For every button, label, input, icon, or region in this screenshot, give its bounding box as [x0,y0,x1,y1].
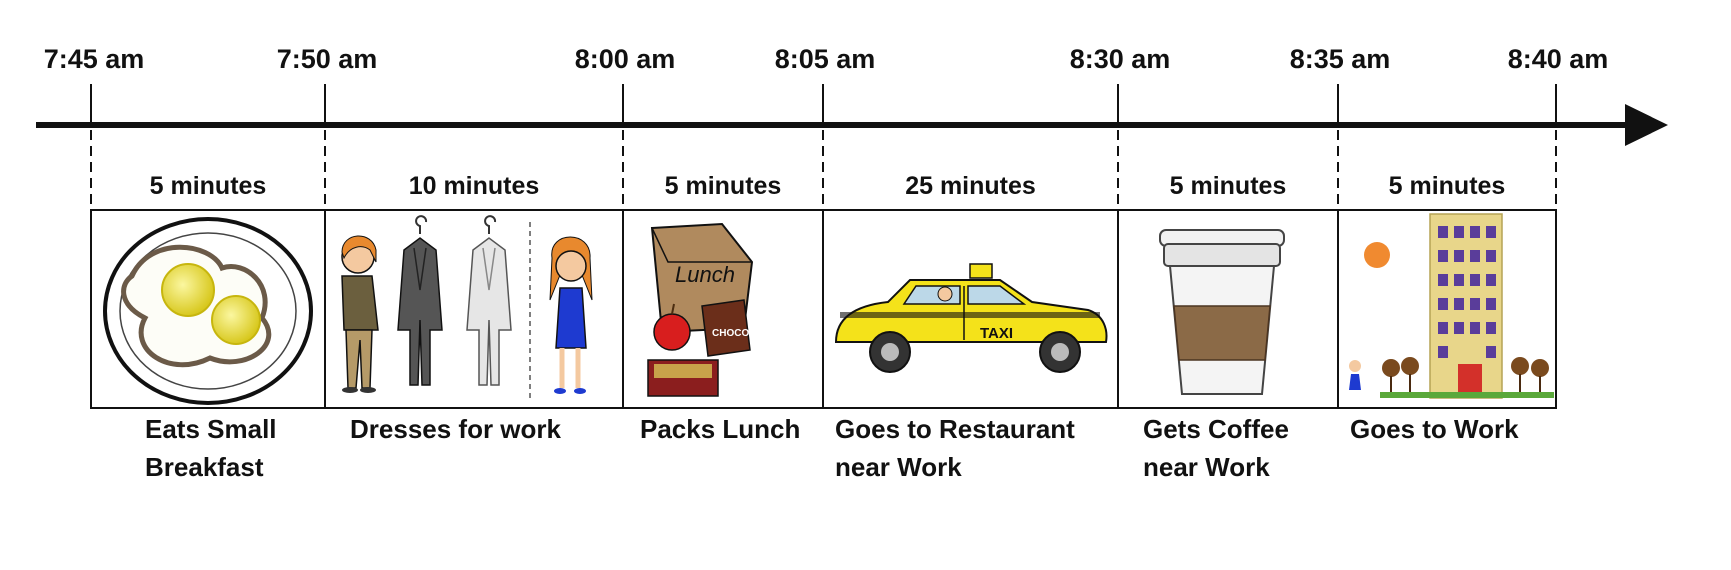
dressing-icon [341,215,593,400]
time-label-830: 8:30 am [1069,44,1171,74]
duration-coffee: 5 minutes [1169,172,1287,200]
panel-frames [90,209,1557,409]
caption-work: Goes to Work [1350,414,1519,444]
duration-dress: 10 minutes [408,172,540,200]
caption-lunch: Packs Lunch [640,414,801,444]
time-label-800: 8:00 am [574,44,676,74]
coffee-cup-icon [1159,229,1285,395]
caption-breakfast: Eats Small Breakfast [145,414,277,482]
duration-lunch: 5 minutes [664,172,782,200]
time-label-840: 8:40 am [1507,44,1609,74]
time-label-805: 8:05 am [774,44,876,74]
office-building-icon [1349,213,1554,399]
duration-work: 5 minutes [1388,172,1506,200]
duration-breakfast: 5 minutes [149,172,267,200]
taxi-icon: TAXI [834,263,1108,373]
taxi-sign: TAXI [980,325,1013,342]
duration-restaurant: 25 minutes [905,172,1036,200]
fried-eggs-icon [103,217,313,405]
caption-dress: Dresses for work [350,414,561,444]
lunch-bag-label: Lunch [675,262,735,287]
tick-marks [90,84,1557,125]
milk-carton-label: CHOCO MILK [712,328,777,339]
dashed-guides [90,130,1557,210]
time-label-835: 8:35 am [1289,44,1391,74]
time-label-750: 7:50 am [276,44,378,74]
timeline-arrowhead [1625,104,1668,146]
time-label-745: 7:45 am [43,44,145,74]
lunch-icon: Lunch CHOCO MILK [647,222,777,397]
caption-coffee: Gets Coffee near Work [1143,414,1289,482]
caption-restaurant: Goes to Restaurant near Work [835,414,1075,482]
